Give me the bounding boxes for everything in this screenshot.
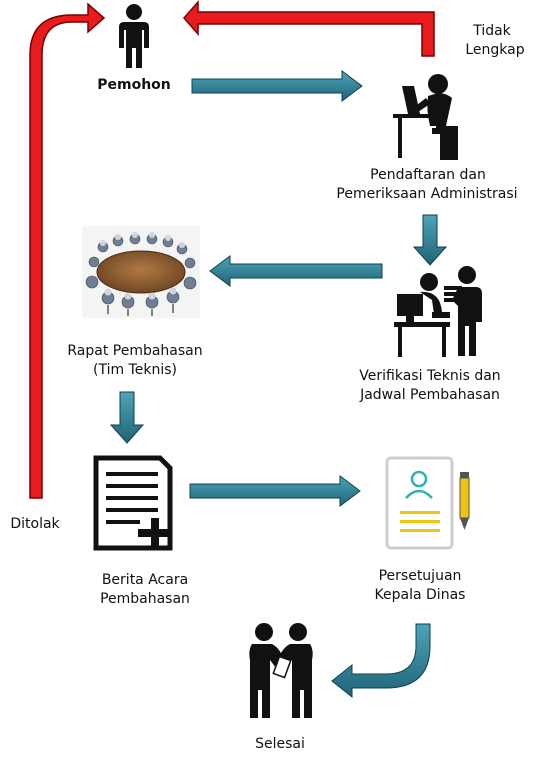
node-label-selesai: Selesai [255,736,305,752]
profile-document-pen-icon [385,456,470,550]
node-label-berita-line2: Pembahasan [100,591,190,607]
flow-arrow-rapat-to-berita [109,391,145,444]
flow-arrow-pendaftaran-to-verifikasi [412,214,448,266]
document-add-icon [93,455,173,551]
label-tidak-lengkap-line2: Lengkap [465,42,525,58]
flow-arrow-berita-to-persetujuan [189,475,361,507]
two-people-office-icon [394,266,482,357]
node-label-rapat-line1: Rapat Pembahasan [67,343,203,359]
node-label-persetujuan-line1: Persetujuan [378,568,462,584]
return-arrow-ditolak [29,2,106,499]
flow-arrow-verifikasi-to-rapat [209,255,383,287]
person-icon [119,4,149,68]
node-label-berita-line1: Berita Acara [101,572,189,588]
handshake-icon [249,623,313,718]
node-label-verifikasi-line2: Jadwal Pembahasan [360,387,500,403]
flow-arrow-pemohon-to-pendaftaran [191,70,363,102]
node-label-persetujuan-line2: Kepala Dinas [374,587,466,603]
node-label-verifikasi-line1: Verifikasi Teknis dan [359,368,501,384]
node-label-pemohon: Pemohon [97,77,171,93]
node-label-pendaftaran-line1: Pendaftaran dan [370,167,486,183]
label-tidak-lengkap-line1: Tidak [473,23,511,39]
node-label-pendaftaran-line2: Pemeriksaan Administrasi [336,186,518,202]
label-ditolak: Ditolak [10,516,60,532]
flow-arrow-persetujuan-to-selesai [331,623,431,699]
person-at-computer-icon [393,74,458,160]
return-arrow-tidak-lengkap [183,0,435,57]
node-label-rapat-line2: (Tim Teknis) [93,362,177,378]
meeting-table-image [82,226,200,318]
